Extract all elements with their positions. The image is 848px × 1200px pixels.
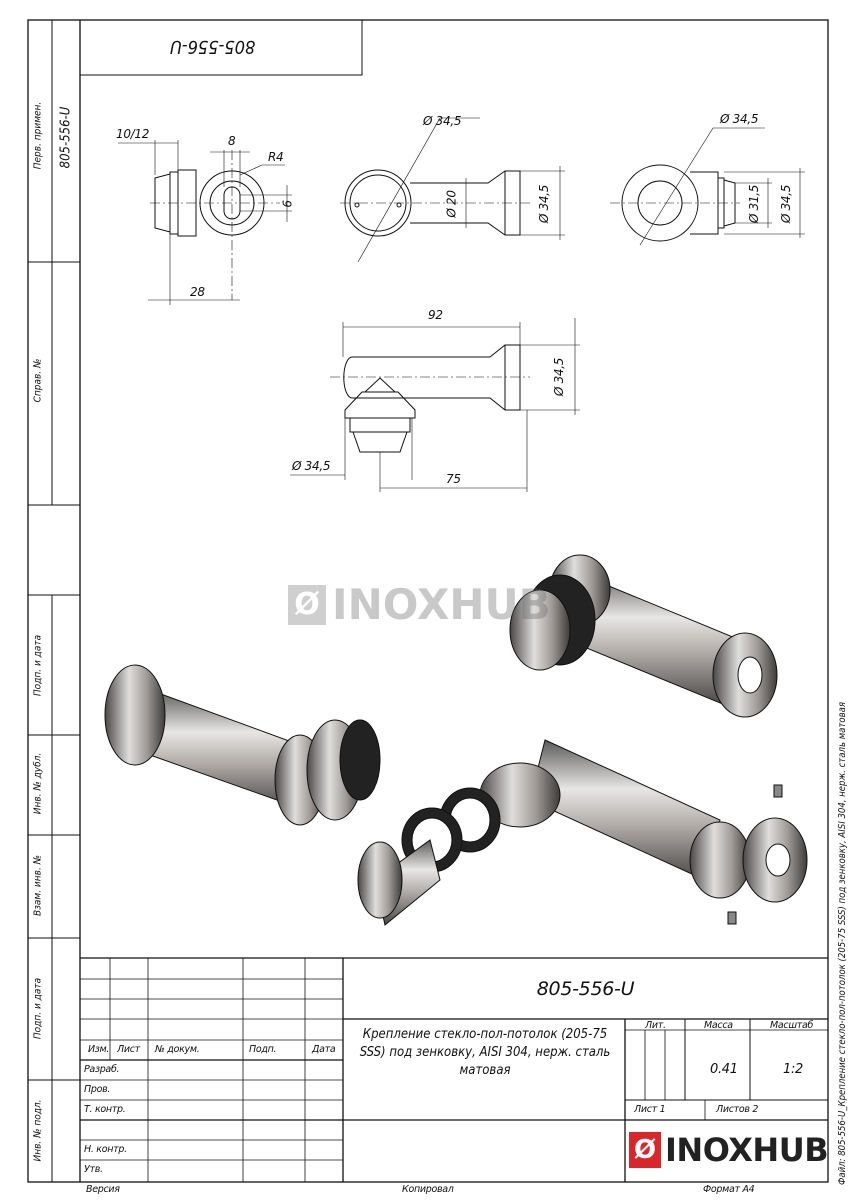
- dim-slot: 8: [228, 134, 236, 148]
- vzam-inv-label: Взам. инв. №: [32, 854, 44, 917]
- hdr-doc: № докум.: [155, 1044, 200, 1055]
- dim-v3-inner: Ø 31,5: [747, 184, 762, 224]
- inv-dubl-label: Инв. № дубл.: [32, 752, 44, 815]
- hdr-data: Дата: [312, 1044, 336, 1055]
- mass-value: 0.41: [710, 1062, 738, 1077]
- watermark: Ø INOXHUB: [288, 580, 551, 629]
- scale-value: 1:2: [783, 1062, 804, 1077]
- view-front: [118, 140, 292, 305]
- product-name: Крепление стекло-пол-потолок (205-75 SSS…: [359, 1027, 611, 1078]
- inoxhub-logo: Ø INOXHUB: [629, 1131, 829, 1169]
- render-assembled-left: [104, 664, 381, 826]
- hdr-podp: Подп.: [249, 1044, 277, 1055]
- logo-text: INOXHUB: [665, 1131, 829, 1169]
- file-caption: Файл: 805-556-U_Крепление стекло-пол-пот…: [837, 701, 848, 1185]
- perv-primen-label: Перв. примен.: [32, 101, 44, 170]
- sheets-total: Листов 2: [716, 1104, 759, 1115]
- logo-mark-icon: Ø: [629, 1132, 661, 1168]
- dim-offset: 75: [446, 472, 461, 486]
- dim-radius: R4: [268, 150, 284, 164]
- dim-length: 28: [190, 285, 205, 299]
- dim-v4-end: Ø 34,5: [552, 357, 567, 397]
- dim-v2-shaft: Ø 20: [444, 190, 459, 218]
- inv-podl-label: Инв. № подл.: [32, 1099, 44, 1162]
- hdr-izm: Изм.: [88, 1044, 110, 1055]
- dim-v2-top: Ø 34,5: [423, 114, 462, 128]
- footer-copied: Копировал: [402, 1184, 454, 1195]
- designation: 805-556-U: [536, 978, 635, 1000]
- dim-v4-base: Ø 34,5: [292, 459, 331, 473]
- row-n-kontr: Н. контр.: [84, 1144, 127, 1155]
- render-exploded: [357, 739, 808, 926]
- dim-slot-h: 6: [280, 200, 295, 208]
- watermark-text: INOXHUB: [332, 580, 551, 629]
- podp-data-label-2: Подп. и дата: [32, 977, 44, 1040]
- view-end: [610, 127, 805, 246]
- view-side: [340, 117, 565, 263]
- row-utv: Утв.: [84, 1164, 103, 1175]
- dim-width-a: 10/12: [116, 127, 150, 141]
- mass-label: Масса: [704, 1020, 733, 1031]
- view-top: [290, 318, 580, 492]
- row-prov: Пров.: [84, 1084, 111, 1095]
- podp-data-label-1: Подп. и дата: [32, 634, 44, 697]
- top-box-number: 805-556-U: [170, 36, 256, 57]
- footer-format: Формат А4: [703, 1184, 755, 1195]
- lit-label: Лит.: [645, 1020, 666, 1031]
- dim-total: 92: [428, 308, 443, 322]
- dim-v2-end: Ø 34,5: [537, 184, 552, 224]
- scale-label: Масштаб: [770, 1020, 814, 1031]
- row-razrab: Разраб.: [84, 1064, 120, 1075]
- dim-v3-top: Ø 34,5: [720, 112, 759, 126]
- sheet-number: Лист 1: [634, 1104, 666, 1115]
- dim-v3-outer: Ø 34,5: [779, 184, 794, 224]
- render-assembled-right: [509, 554, 778, 718]
- row-t-kontr: Т. контр.: [84, 1104, 126, 1115]
- footer-version: Версия: [86, 1184, 120, 1195]
- sprav-label: Справ. №: [32, 358, 44, 403]
- watermark-logo-icon: Ø: [288, 584, 326, 625]
- hdr-list: Лист: [117, 1044, 140, 1055]
- perv-primen-value: 805-556-U: [58, 106, 74, 169]
